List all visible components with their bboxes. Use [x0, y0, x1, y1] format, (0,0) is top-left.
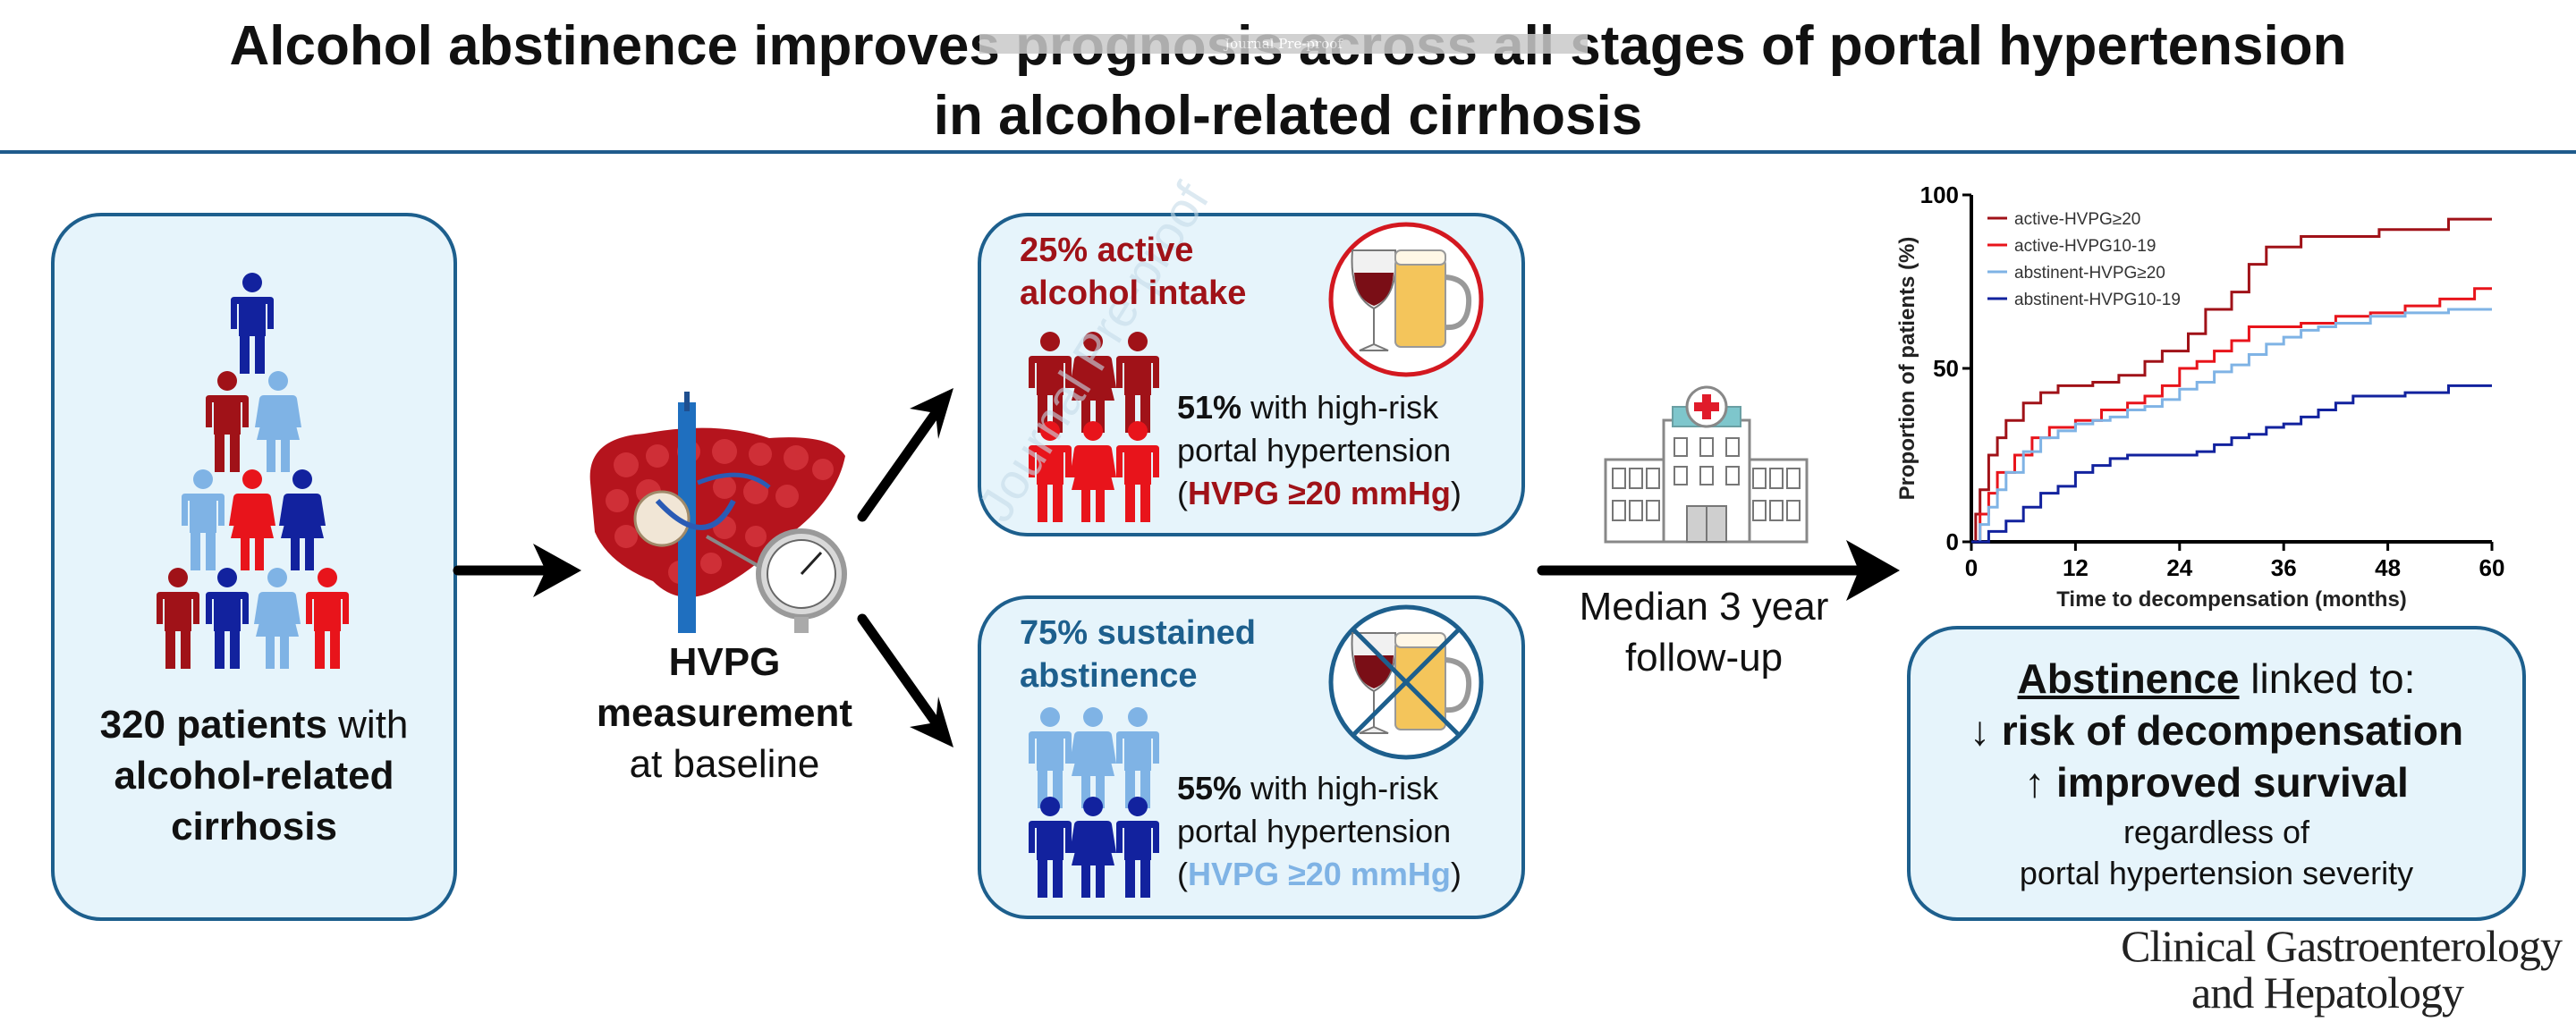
paren: ( [1177, 856, 1188, 892]
person-icon [255, 371, 301, 472]
x-axis-label: Time to decompensation (months) [2056, 587, 2407, 612]
person-icon [1029, 797, 1072, 898]
person-icon [306, 568, 349, 669]
active-heading-2: alcohol intake [1020, 274, 1247, 312]
active-pct: 51% [1177, 389, 1242, 426]
person-icon [1116, 707, 1159, 808]
x-tick-label: 0 [1965, 554, 1978, 581]
cohort-disease: alcohol-related [114, 754, 394, 798]
person-icon [1070, 707, 1116, 808]
x-tick-label: 12 [2063, 554, 2089, 581]
hvpg-baseline: at baseline [629, 742, 820, 786]
cohort-count: 320 patients [99, 703, 327, 747]
flow-arrows [453, 408, 1869, 728]
abstinence-heading: 75% sustained abstinence [1020, 612, 1256, 697]
arrow-to-abstinent [857, 613, 941, 728]
abstinence-hvpg: HVPG ≥20 mmHg [1188, 856, 1451, 892]
person-icon [157, 568, 199, 669]
arrow-to-active [857, 408, 941, 522]
result-linked: linked to: [2239, 655, 2416, 702]
result-severity: portal hypertension severity [2019, 855, 2414, 891]
active-rest-1: with high-risk [1241, 389, 1439, 426]
y-tick-label: 0 [1946, 528, 1959, 555]
arrow-head [1846, 540, 1900, 601]
abstinence-rest-2: portal hypertension [1177, 813, 1452, 849]
y-axis-label: Proportion of patients (%) [1895, 237, 1919, 501]
cohort-with: with [326, 703, 409, 747]
abstinence-heading-2: abstinence [1020, 657, 1198, 695]
x-tick-label: 24 [2166, 554, 2192, 581]
followup-caption: Median 3 year follow-up [1538, 581, 1869, 683]
journal-name-1: Clinical Gastroenterology [2121, 921, 2563, 971]
legend-label: active-HVPG≥20 [2014, 210, 2140, 229]
legend-label: abstinent-HVPG10-19 [2014, 291, 2181, 309]
cohort-disease-2: cirrhosis [171, 805, 337, 848]
journal-name-2: and Hepatology [2191, 967, 2464, 1017]
abstinence-pct: 55% [1177, 770, 1242, 806]
x-tick-label: 36 [2271, 554, 2297, 581]
result-survival: ↑ improved survival [2024, 759, 2409, 806]
wine-beer-icon [1328, 222, 1484, 377]
abstinence-description: 55% with high-risk portal hypertension (… [1177, 767, 1462, 896]
person-icon [279, 469, 326, 570]
person-icon [182, 469, 225, 570]
x-tick-label: 60 [2479, 554, 2505, 581]
active-hvpg: HVPG ≥20 mmHg [1188, 475, 1451, 511]
title-divider [0, 150, 2576, 154]
hvpg-measurement: measurement [596, 691, 853, 735]
person-icon [206, 371, 249, 472]
arrow-head [533, 544, 581, 597]
result-decompensation: ↓ risk of decompensation [1969, 707, 2464, 754]
cohort-box [51, 213, 457, 921]
legend-label: active-HVPG10-19 [2014, 237, 2156, 256]
cohort-people-pyramid [157, 273, 349, 669]
series-line [1971, 287, 2492, 544]
person-icon [231, 273, 274, 374]
hospital-icon [1604, 385, 1809, 544]
person-icon [206, 568, 249, 669]
kaplan-meier-chart: 0 12 24 36 48 60 0 50 100 active-HVPG≥20 active-H… [1895, 182, 2504, 612]
active-rest-2: portal hypertension [1177, 432, 1452, 469]
result-abstinence: Abstinence [2017, 655, 2240, 702]
arrow-head [910, 388, 953, 439]
series-line [1971, 217, 2492, 544]
result-heading: Abstinence linked to: [1907, 653, 2526, 705]
followup-line-2: follow-up [1624, 636, 1784, 680]
person-icon [254, 568, 301, 669]
active-heading: 25% active alcohol intake [1020, 229, 1246, 315]
x-tick-label: 48 [2375, 554, 2401, 581]
y-tick-label: 50 [1933, 355, 1959, 382]
title-line-2: in alcohol-related cirrhosis [933, 85, 1643, 147]
active-description: 51% with high-risk portal hypertension (… [1177, 386, 1462, 515]
person-icon [229, 469, 275, 570]
journal-logo: Clinical Gastroenterology and Hepatology [2025, 921, 2563, 1017]
active-heading-1: 25% active [1020, 232, 1194, 269]
result-regardless: regardless of [2123, 814, 2310, 850]
paren: ( [1177, 475, 1188, 511]
conclusion-box [1907, 626, 2526, 921]
hvpg-caption: HVPG measurement at baseline [555, 637, 894, 789]
person-icon [1070, 797, 1116, 898]
paren: ) [1450, 856, 1462, 892]
y-tick-label: 100 [1920, 182, 1959, 208]
no-alcohol-icon [1328, 604, 1484, 760]
person-icon [1116, 421, 1159, 522]
legend-label: abstinent-HVPG≥20 [2014, 264, 2165, 283]
person-icon [1116, 797, 1159, 898]
hvpg-label: HVPG [668, 640, 781, 684]
paren: ) [1450, 475, 1462, 511]
abstinence-heading-1: 75% sustained [1020, 614, 1256, 652]
cohort-caption: 320 patients with alcohol-related cirrho… [51, 699, 457, 852]
arrow-head [910, 697, 953, 747]
abstinent-people-group [1029, 707, 1159, 898]
abstinence-rest-1: with high-risk [1241, 770, 1439, 806]
followup-line-1: Median 3 year [1579, 585, 1829, 629]
series-line [1971, 384, 2492, 544]
person-icon [1070, 421, 1116, 522]
person-icon [1029, 707, 1072, 808]
series-line [1971, 308, 2492, 544]
journal-preproof-banner: Journal Pre-proof [979, 34, 1588, 54]
liver-gauge-icon [589, 392, 847, 633]
